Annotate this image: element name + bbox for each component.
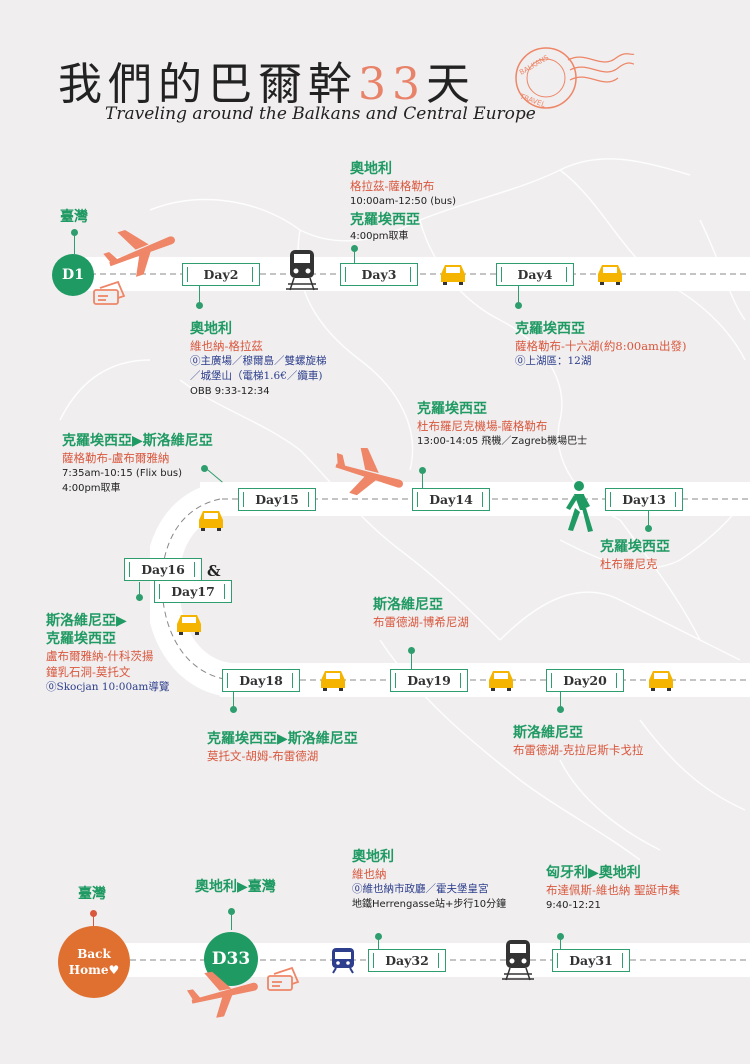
- day2-pin: [199, 286, 200, 306]
- day19-pin: [411, 650, 412, 670]
- info-day2: 奧地利 維也納-格拉茲 ⓪主廣場／穆爾島／雙螺旋梯 ／城堡山（電梯1.6€／纜車…: [190, 321, 327, 397]
- day3-pin-dot: [351, 245, 358, 252]
- ticket-icon: [267, 966, 300, 991]
- d33-label: 奧地利▶臺灣: [195, 879, 276, 895]
- info-day19: 斯洛維尼亞 布雷德湖-博希尼湖: [373, 597, 469, 629]
- day31-pin-dot: [557, 933, 564, 940]
- walking-person-icon: [566, 481, 593, 532]
- start-pin: [74, 232, 75, 254]
- day17-pin: [139, 582, 140, 598]
- end-label: 臺灣: [78, 886, 106, 902]
- info-day3: 奧地利 格拉茲-薩格勒布 10:00am-12:50 (bus) 克羅埃西亞 4…: [350, 161, 456, 242]
- info-day18: 克羅埃西亞▶斯洛維尼亞 莫托文-胡姆-布雷德湖: [207, 731, 358, 763]
- car-icon: [441, 265, 465, 285]
- d33-pin-dot: [228, 908, 235, 915]
- day31-pin: [560, 936, 561, 950]
- info-day14: 克羅埃西亞 杜布羅尼克機場-薩格勒布 13:00-14:05 飛機／Zagreb…: [417, 401, 588, 447]
- info-day32: 奧地利 維也納 ⓪維也納市政廳／霍夫堡皇宮 地鐵Herrengasse站+步行1…: [352, 849, 507, 910]
- info-day31: 匈牙利▶奧地利 布達佩斯-維也納 聖誕市集 9:40-12:21: [546, 865, 681, 911]
- train-icon: [286, 250, 318, 291]
- car-icon: [177, 615, 201, 635]
- day19-pin-dot: [408, 647, 415, 654]
- d33-pin: [231, 912, 232, 930]
- airplane-icon: [186, 971, 258, 1018]
- postmark-stamp-icon: BALKANS TRAVEL: [515, 47, 635, 109]
- back-home-line2: Home♥: [68, 963, 120, 977]
- page-title: 我們的巴爾幹33天: [58, 59, 476, 110]
- car-icon: [649, 671, 673, 691]
- day15-pin-dot: [201, 465, 208, 472]
- back-home-circle: Back Home♥: [58, 926, 130, 998]
- ampersand: &: [207, 562, 221, 580]
- car-icon: [489, 671, 513, 691]
- train-icon: [502, 940, 534, 981]
- day4-pin-dot: [515, 302, 522, 309]
- info-day15: 克羅埃西亞▶斯洛維尼亞 薩格勒布-盧布爾雅納 7:35am-10:15 (Fli…: [62, 433, 213, 494]
- day18-pin-dot: [230, 706, 237, 713]
- day-ticket-day17: Day17: [154, 580, 232, 603]
- day14-pin: [422, 470, 423, 490]
- day20-pin: [560, 692, 561, 710]
- day-ticket-day3: Day3: [340, 263, 418, 286]
- day-ticket-day20: Day20: [546, 669, 624, 692]
- car-icon: [321, 671, 345, 691]
- metro-icon: [332, 948, 354, 974]
- end-pin: [93, 914, 94, 926]
- ticket-icon: [93, 280, 126, 305]
- day20-pin-dot: [557, 706, 564, 713]
- day13-pin-dot: [645, 525, 652, 532]
- info-day20: 斯洛維尼亞 布雷德湖-克拉尼斯卡戈拉: [513, 725, 644, 757]
- d1-circle: D1: [52, 254, 94, 296]
- day32-pin: [378, 936, 379, 950]
- day14-pin-dot: [419, 467, 426, 474]
- info-day13: 克羅埃西亞 杜布羅尼克: [600, 539, 670, 571]
- page-subtitle: Traveling around the Balkans and Central…: [105, 104, 536, 124]
- day4-pin: [518, 286, 519, 306]
- day-ticket-day19: Day19: [390, 669, 468, 692]
- day18-pin: [233, 692, 234, 710]
- day2-pin-dot: [196, 302, 203, 309]
- start-pin-dot: [71, 229, 78, 236]
- day13-pin: [648, 511, 649, 529]
- car-icon: [598, 265, 622, 285]
- day32-pin-dot: [375, 933, 382, 940]
- day-ticket-day31: Day31: [552, 949, 630, 972]
- day-ticket-day2: Day2: [182, 263, 260, 286]
- airplane-icon: [103, 229, 175, 277]
- car-icon: [199, 511, 223, 531]
- day-ticket-day18: Day18: [222, 669, 300, 692]
- day-ticket-day16: Day16: [124, 558, 202, 581]
- day-ticket-day4: Day4: [496, 263, 574, 286]
- day-ticket-day15: Day15: [238, 488, 316, 511]
- d33-circle: D33: [204, 932, 258, 986]
- day-ticket-day13: Day13: [605, 488, 683, 511]
- start-label: 臺灣: [60, 209, 88, 225]
- day-ticket-day32: Day32: [368, 949, 446, 972]
- back-home-line1: Back: [77, 947, 111, 961]
- day17-pin-dot: [136, 594, 143, 601]
- day-ticket-day14: Day14: [412, 488, 490, 511]
- info-day17: 斯洛維尼亞▶ 克羅埃西亞 盧布爾雅納-什科茨揚 鐘乳石洞-莫托文 ⓪Skocja…: [46, 613, 170, 693]
- info-day4: 克羅埃西亞 薩格勒布-十六湖(約8:00am出發) ⓪上湖區：12湖: [515, 321, 687, 367]
- airplane-icon: [335, 448, 403, 496]
- end-pin-dot: [90, 910, 97, 917]
- day3-pin: [354, 248, 355, 264]
